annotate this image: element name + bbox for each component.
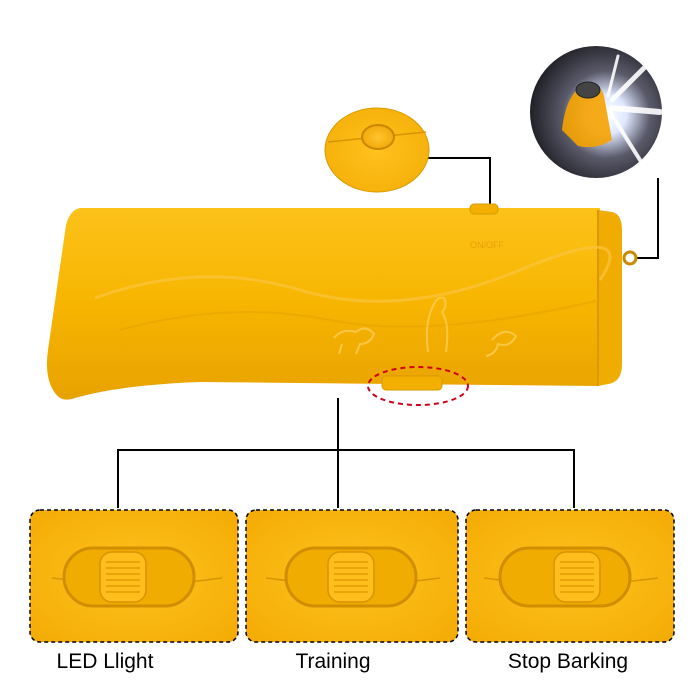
slider-knob-stop-barking	[553, 551, 601, 603]
slider-knob-led	[99, 551, 147, 603]
mode-label-stop-barking: Stop Barking	[507, 650, 629, 673]
button-callout	[324, 107, 430, 193]
led-callout	[530, 46, 663, 178]
connector-lines	[117, 157, 659, 508]
slider-knob-training	[327, 551, 375, 603]
mode-panel-stop-barking	[465, 509, 675, 643]
lanyard-ring-icon	[622, 250, 638, 266]
device-body: ON/OFF	[46, 203, 638, 400]
mode-panel-led	[29, 509, 239, 643]
light-rays	[606, 54, 663, 162]
mode-panel-training	[245, 509, 459, 643]
mode-label-training: Training	[295, 650, 371, 673]
slider-highlight	[367, 366, 469, 406]
svg-text:ON/OFF: ON/OFF	[470, 240, 504, 250]
power-button-icon	[361, 124, 395, 150]
mode-label-led: LED Llight	[56, 650, 154, 673]
embossed-animals	[333, 296, 518, 357]
